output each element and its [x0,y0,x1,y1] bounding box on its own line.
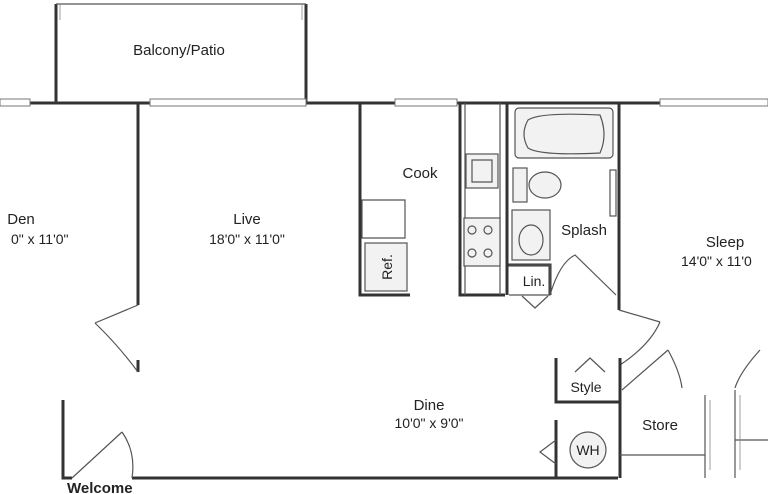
style-closet [554,357,622,404]
live-dims: 18'0" x 11'0" [209,231,285,247]
kitchen [358,103,505,297]
lin-label: Lin. [523,273,546,289]
cook-label: Cook [402,165,438,182]
welcome-label: Welcome [67,480,133,494]
kitchen-sink [465,153,499,189]
window-live [149,98,307,107]
sleep-dims: 14'0" x 11'0 [681,253,752,269]
balcony-outline [54,3,308,102]
ref-label: Ref. [379,254,395,280]
window-den [0,98,31,107]
window-sleep [659,98,768,107]
den-live-wall [94,103,140,373]
entry-area [61,400,618,480]
window-cook [394,98,458,107]
bathtub [514,107,614,159]
wh-label: WH [576,442,599,458]
toilet-bowl [528,171,562,199]
stove [463,217,501,267]
style-label: Style [570,379,601,395]
sleep-walls [617,300,761,391]
dine-dims: 10'0" x 9'0" [395,415,464,431]
refrigerator [364,242,408,292]
wh-closet [539,420,607,478]
store-area [618,390,768,478]
den-dims: 0" x 11'0" [11,231,69,247]
live-label: Live [233,211,261,228]
linen-closet [509,264,551,309]
sleep-label: Sleep [706,234,744,251]
top-wall [0,98,768,107]
store-label: Store [642,417,678,434]
water-heater [569,431,607,469]
bathroom [505,103,621,300]
splash-label: Splash [561,222,607,239]
balcony-label: Balcony/Patio [133,42,225,59]
dine-label: Dine [414,397,445,414]
den-label: Den [7,211,35,228]
toilet-tank [512,167,528,203]
vanity [511,209,551,261]
